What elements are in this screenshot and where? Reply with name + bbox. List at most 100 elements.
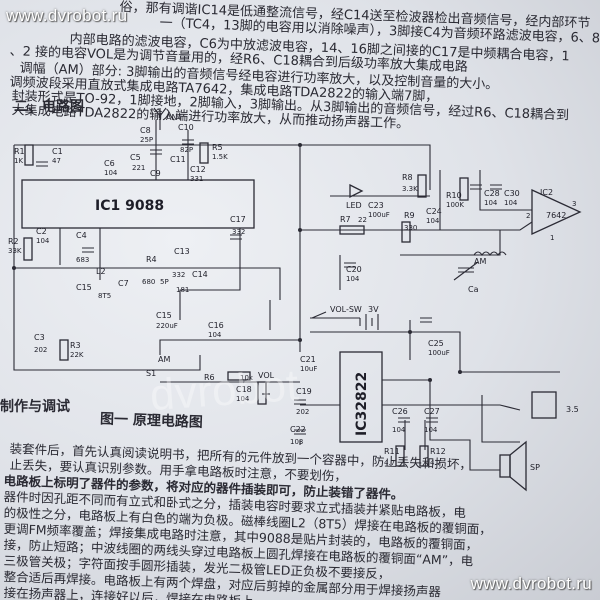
label-c9: C9 — [150, 169, 161, 178]
switch-symbol — [311, 311, 327, 319]
capacitor-symbol — [426, 417, 438, 423]
label-r3: R3 — [70, 341, 81, 350]
label-c10: C10 — [178, 123, 194, 132]
label-pin-2: 2 — [526, 212, 530, 220]
watermark-center: dvrobot — [148, 360, 301, 421]
label-c28: C28 — [484, 189, 500, 198]
resistor-symbol — [395, 445, 405, 467]
label-c24: C24 — [426, 207, 442, 216]
ic3-label: IC32822 — [354, 372, 370, 436]
label-c16v: 104 — [208, 331, 222, 339]
label-jack: 3.5 — [566, 405, 579, 414]
wire — [382, 404, 521, 411]
label-ant: ANT — [166, 113, 182, 122]
speaker-cone — [509, 440, 527, 492]
section-heading: 二、电路图 — [14, 99, 84, 115]
wire — [14, 267, 281, 300]
label-c4v: 683 — [76, 256, 89, 264]
led-symbol — [349, 183, 364, 199]
speaker-symbol — [499, 454, 511, 478]
label-c1v: 47 — [52, 157, 61, 165]
resistor-symbol — [23, 237, 33, 261]
label-c7: C7 — [118, 279, 129, 288]
am-coil-symbol — [473, 251, 507, 256]
capacitor-symbol — [182, 139, 194, 145]
label-c13: C13 — [174, 247, 190, 256]
resistor-symbol — [401, 221, 411, 243]
label-r5: R5 — [212, 143, 223, 152]
label-volsw: VOL-SW — [330, 305, 362, 314]
ic2-amplifier — [531, 188, 582, 236]
label-r11: R11 — [384, 447, 400, 456]
label-c21: C21 — [300, 355, 316, 364]
resistor-symbol — [24, 144, 34, 166]
label-c15v: 220uF — [156, 322, 178, 330]
label-r1: R1 — [14, 147, 25, 156]
resistor-symbol — [339, 225, 365, 235]
label-c12v: 331 — [190, 175, 203, 183]
resistor-symbol — [227, 371, 251, 381]
junction-dot — [298, 228, 302, 232]
wire — [159, 339, 300, 355]
label-pin-3: 3 — [572, 200, 576, 208]
volume-pot-symbol — [257, 381, 267, 405]
label-c16: C16 — [208, 321, 224, 330]
label-c15-under: C15 — [156, 311, 172, 320]
label-c11: C11 — [170, 155, 186, 164]
label-c7v: 5P — [160, 278, 169, 286]
battery-symbol — [359, 314, 379, 330]
resistor-symbol — [59, 339, 69, 361]
resistor-symbol — [417, 174, 427, 198]
label-coil-am: AM — [474, 257, 486, 266]
label-c19v: 202 — [296, 408, 309, 416]
watermark-top: www.dvrobot.ru — [6, 6, 128, 25]
jack-symbol — [531, 391, 557, 419]
capacitor-symbol — [470, 184, 482, 190]
label-c25v: 100uF — [428, 349, 450, 357]
junction-dot — [428, 378, 432, 382]
label-c18v: 104 — [236, 395, 250, 403]
resistor-symbol — [419, 445, 429, 467]
capacitor-symbol — [294, 399, 306, 405]
label-c21v: 10uF — [300, 365, 317, 373]
label-c19: C19 — [296, 387, 312, 396]
label-c4: C4 — [76, 231, 87, 240]
label-c22v: 103 — [290, 438, 303, 446]
label-pin-1: 1 — [550, 234, 554, 242]
label-r3v: 22K — [70, 351, 84, 359]
wire — [479, 170, 532, 211]
wire — [400, 230, 501, 256]
label-r8v: 3.3K — [402, 185, 418, 193]
label-r9: R9 — [404, 211, 415, 220]
capacitor-symbol — [344, 262, 356, 268]
label-c12: C12 — [190, 165, 206, 174]
label-r11v: 4.7 — [384, 459, 395, 467]
label-8t5: 8T5 — [98, 292, 111, 300]
capacitor-symbol — [398, 417, 410, 423]
ic1-label: IC1 9088 — [95, 198, 164, 214]
label-c3v: 202 — [34, 346, 47, 354]
label-r7: R7 — [340, 215, 351, 224]
label-r9v: 330 — [404, 224, 417, 232]
wire — [14, 144, 301, 352]
label-r6: R6 — [204, 373, 215, 382]
capacitor-symbol — [36, 161, 48, 167]
label-r10v: 100K — [446, 201, 464, 209]
label-c13v: 332 — [172, 271, 185, 279]
label-c5: C5 — [130, 153, 141, 162]
label-c20: C20 — [346, 265, 362, 274]
wire — [13, 145, 201, 371]
capacitor-symbol — [420, 317, 432, 323]
label-c23: C23 — [368, 201, 384, 210]
ic1-chip — [21, 179, 255, 229]
label-c17: C17 — [230, 215, 246, 224]
label-3v: 3V — [368, 305, 379, 314]
label-r1v: 1K — [14, 157, 23, 165]
label-c6v: 104 — [104, 169, 118, 177]
antenna-symbol — [153, 107, 167, 130]
label-c24v: 104 — [426, 217, 440, 225]
ic3-chip — [339, 351, 383, 443]
label-680: 680 — [142, 278, 155, 286]
variable-capacitor-symbol — [453, 261, 479, 281]
